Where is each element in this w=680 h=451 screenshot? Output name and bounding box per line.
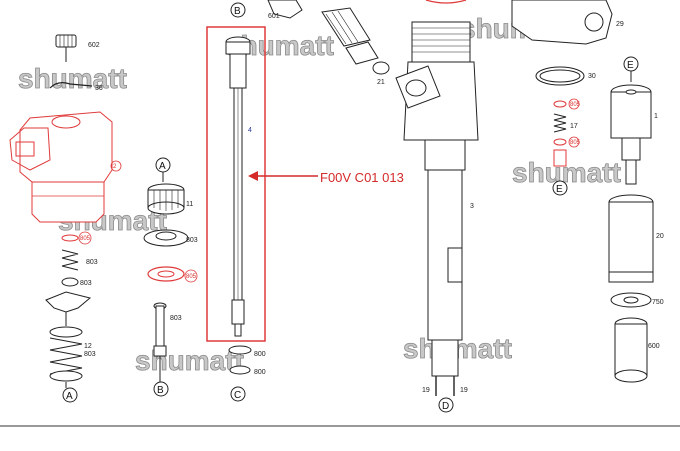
circle-d-bottom: D <box>442 401 449 412</box>
label-805-d: 805 <box>570 140 581 146</box>
flange-parts: 29 30 805 17 805 E <box>511 0 624 196</box>
label-803-b: 803 <box>80 280 92 287</box>
callout-part-number: F00V C01 013 <box>320 170 404 185</box>
label-4: 4 <box>248 127 252 134</box>
label-36: 36 <box>95 85 103 92</box>
label-19-a: 19 <box>422 387 430 394</box>
label-21: 21 <box>377 79 385 86</box>
label-805-b: 805 <box>186 274 197 280</box>
label-30: 30 <box>588 73 596 80</box>
label-803-a: 803 <box>86 259 98 266</box>
label-600: 600 <box>648 343 660 350</box>
label-803-e: 803 <box>170 315 182 322</box>
circle-b-bottom: B <box>157 385 164 396</box>
inlet-connector-parts: 601 21 <box>267 0 390 86</box>
label-17: 17 <box>570 123 578 130</box>
circle-e-top: E <box>627 60 634 71</box>
label-805-a: 805 <box>80 236 91 242</box>
part-number-callout: F00V C01 013 <box>248 170 404 185</box>
circle-c-bottom: C <box>234 390 241 401</box>
label-602: 602 <box>88 42 100 49</box>
valve-parts-column: A 11 803 805 803 B <box>143 157 198 397</box>
nozzle-column: E 1 20 750 600 <box>608 56 664 383</box>
label-805-e: 805 <box>600 10 611 16</box>
label-11: 11 <box>186 201 193 208</box>
circle-b-top: B <box>234 6 241 17</box>
label-19-b: 19 <box>460 387 468 394</box>
label-29: 29 <box>616 21 624 28</box>
watermark-6: shumatt <box>135 345 244 376</box>
label-803-d: 803 <box>186 237 198 244</box>
circle-a-bottom: A <box>66 391 73 402</box>
injector-body: 3 19 19 D <box>395 0 479 413</box>
label-20: 20 <box>656 233 664 240</box>
highlight-box <box>206 26 266 342</box>
watermark-1: shumatt <box>18 63 127 94</box>
label-12: 12 <box>84 343 92 350</box>
label-750: 750 <box>652 299 664 306</box>
label-1: 1 <box>654 113 658 120</box>
misc-seal: 805 <box>600 10 611 16</box>
label-800-a: 800 <box>254 351 266 358</box>
label-805-c: 805 <box>570 102 581 108</box>
label-601: 601 <box>268 13 280 20</box>
label-3: 3 <box>470 203 474 210</box>
label-803-c: 803 <box>84 351 96 358</box>
circle-a-top: A <box>159 161 166 172</box>
circle-e-mid: E <box>556 184 563 195</box>
label-800-b: 800 <box>254 369 266 376</box>
valve-rod-assembly: B 4 800 800 C <box>206 2 266 402</box>
nozzle-nut-assembly: 602 36 2 805 803 803 12 803 A <box>9 34 122 403</box>
label-2: 2 <box>113 164 117 170</box>
